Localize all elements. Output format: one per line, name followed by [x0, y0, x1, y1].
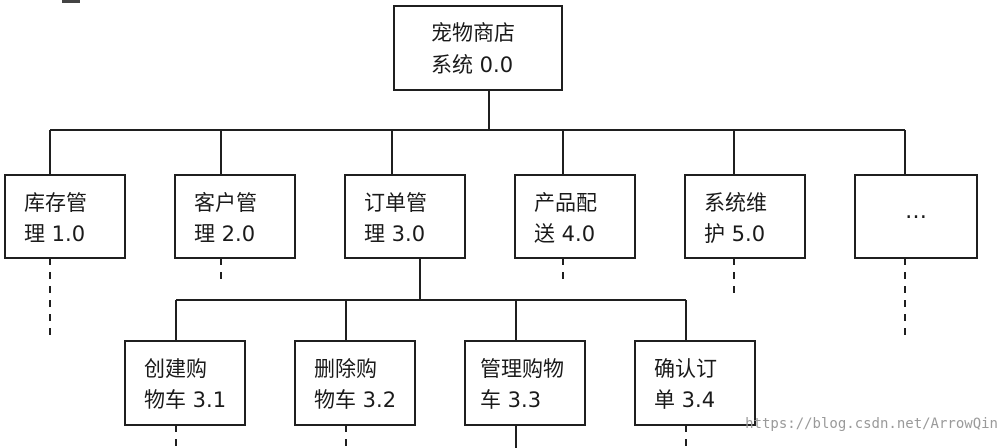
node-product-delivery: 产品配 送 4.0	[514, 174, 636, 259]
node-order-management: 订单管 理 3.0	[344, 174, 466, 259]
node-confirm-order: 确认订 单 3.4	[634, 340, 756, 426]
node-create-cart: 创建购 物车 3.1	[124, 340, 246, 426]
node-delete-cart: 删除购 物车 3.2	[294, 340, 416, 426]
node-manage-cart: 管理购物 车 3.3	[464, 340, 586, 426]
node-system-maintenance: 系统维 护 5.0	[684, 174, 806, 259]
root-node-pet-store-system: 宠物商店 系统 0.0	[393, 5, 563, 91]
watermark-url: https://blog.csdn.net/ArrowQin	[745, 416, 998, 432]
corner-mark	[62, 0, 80, 3]
node-more-ellipsis: …	[854, 174, 978, 259]
node-customer-management: 客户管 理 2.0	[174, 174, 296, 259]
node-inventory-management: 库存管 理 1.0	[4, 174, 126, 259]
